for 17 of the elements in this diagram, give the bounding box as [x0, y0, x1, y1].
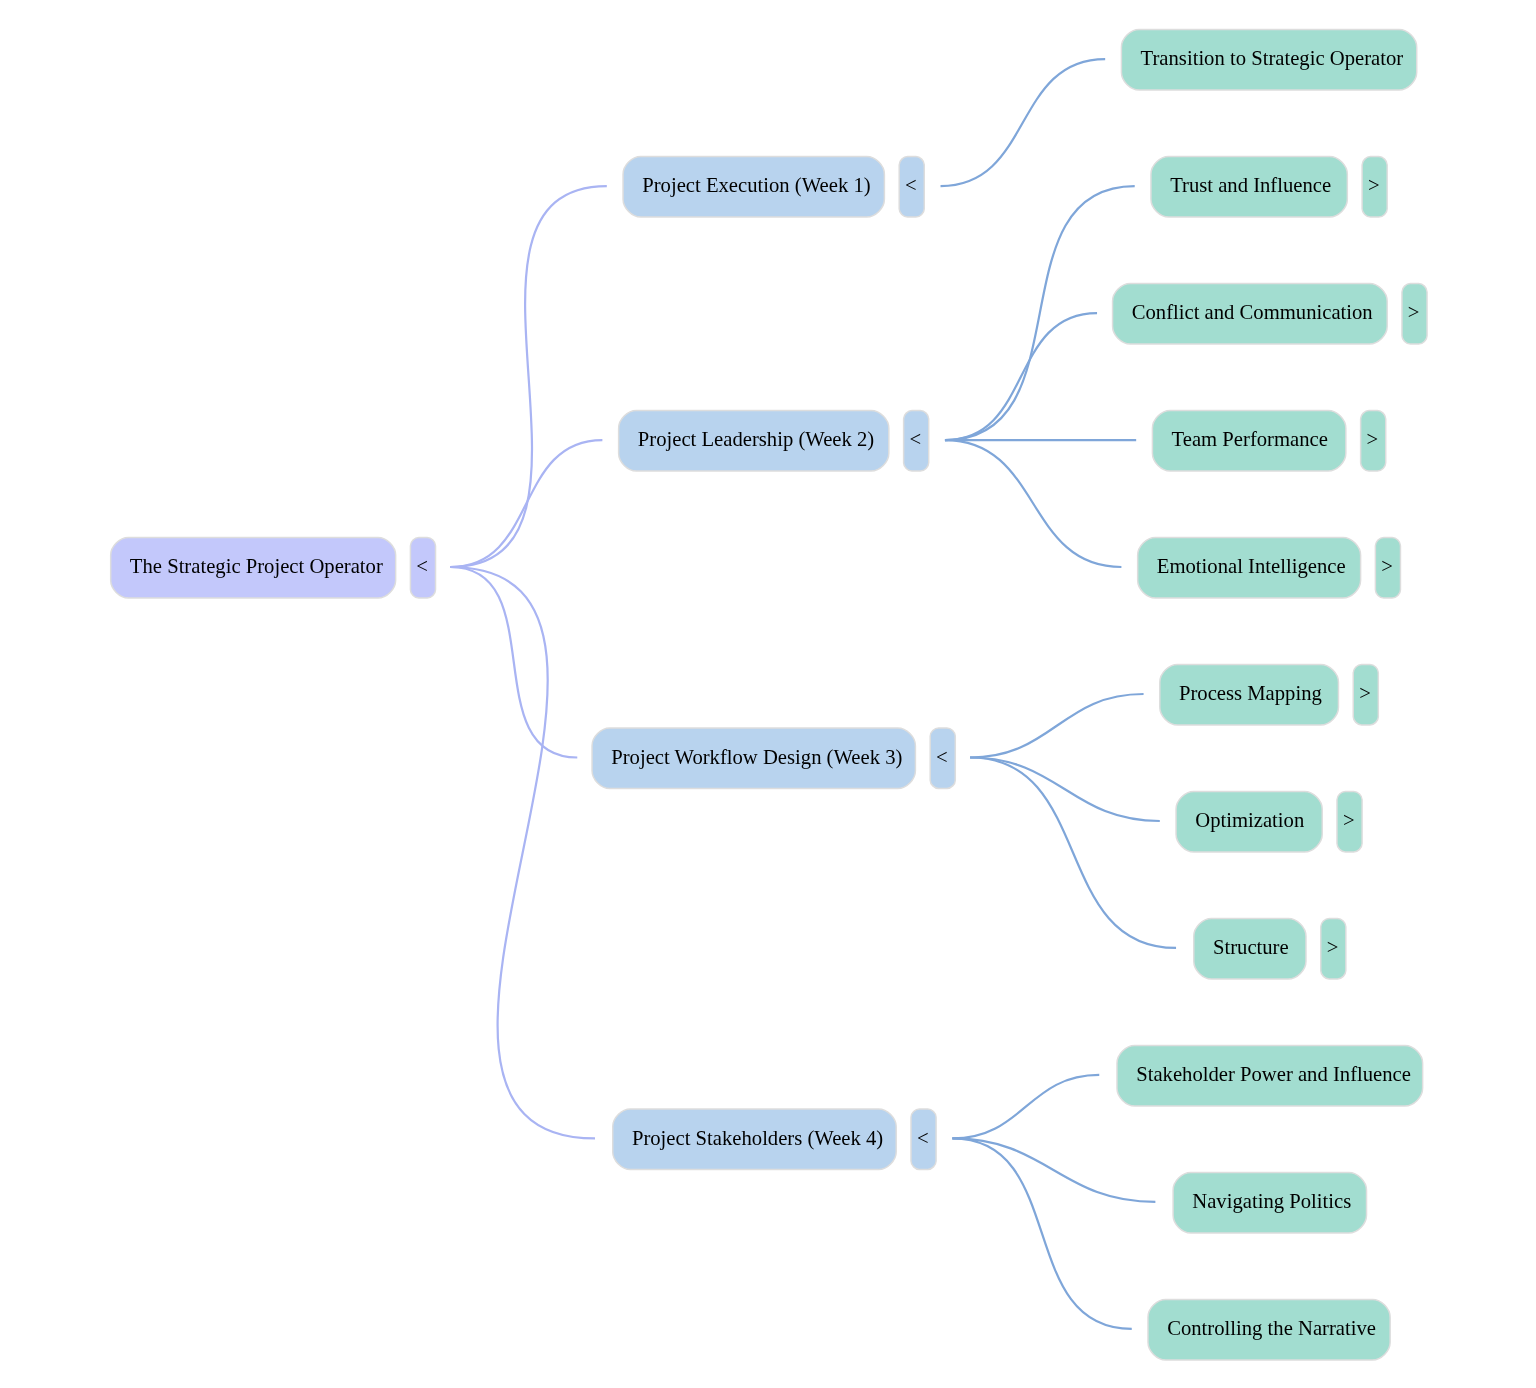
- connector: [969, 756, 1176, 950]
- connector: [951, 1137, 1132, 1331]
- node-label: >: [1342, 809, 1355, 832]
- connector: [944, 438, 1122, 569]
- node-label: >: [1407, 301, 1420, 324]
- connector: [449, 565, 595, 1140]
- connector: [939, 57, 1105, 188]
- node-label: <: [909, 428, 921, 451]
- node-label: >: [1380, 555, 1393, 578]
- node-label: <: [904, 174, 917, 197]
- node-label: <: [916, 1126, 929, 1149]
- node-label: <: [935, 745, 948, 768]
- node-label: >: [1358, 682, 1371, 705]
- node-label: <: [415, 555, 428, 578]
- node-label: >: [1326, 936, 1338, 959]
- node-label: >: [1366, 428, 1378, 451]
- node-label: >: [1367, 174, 1380, 197]
